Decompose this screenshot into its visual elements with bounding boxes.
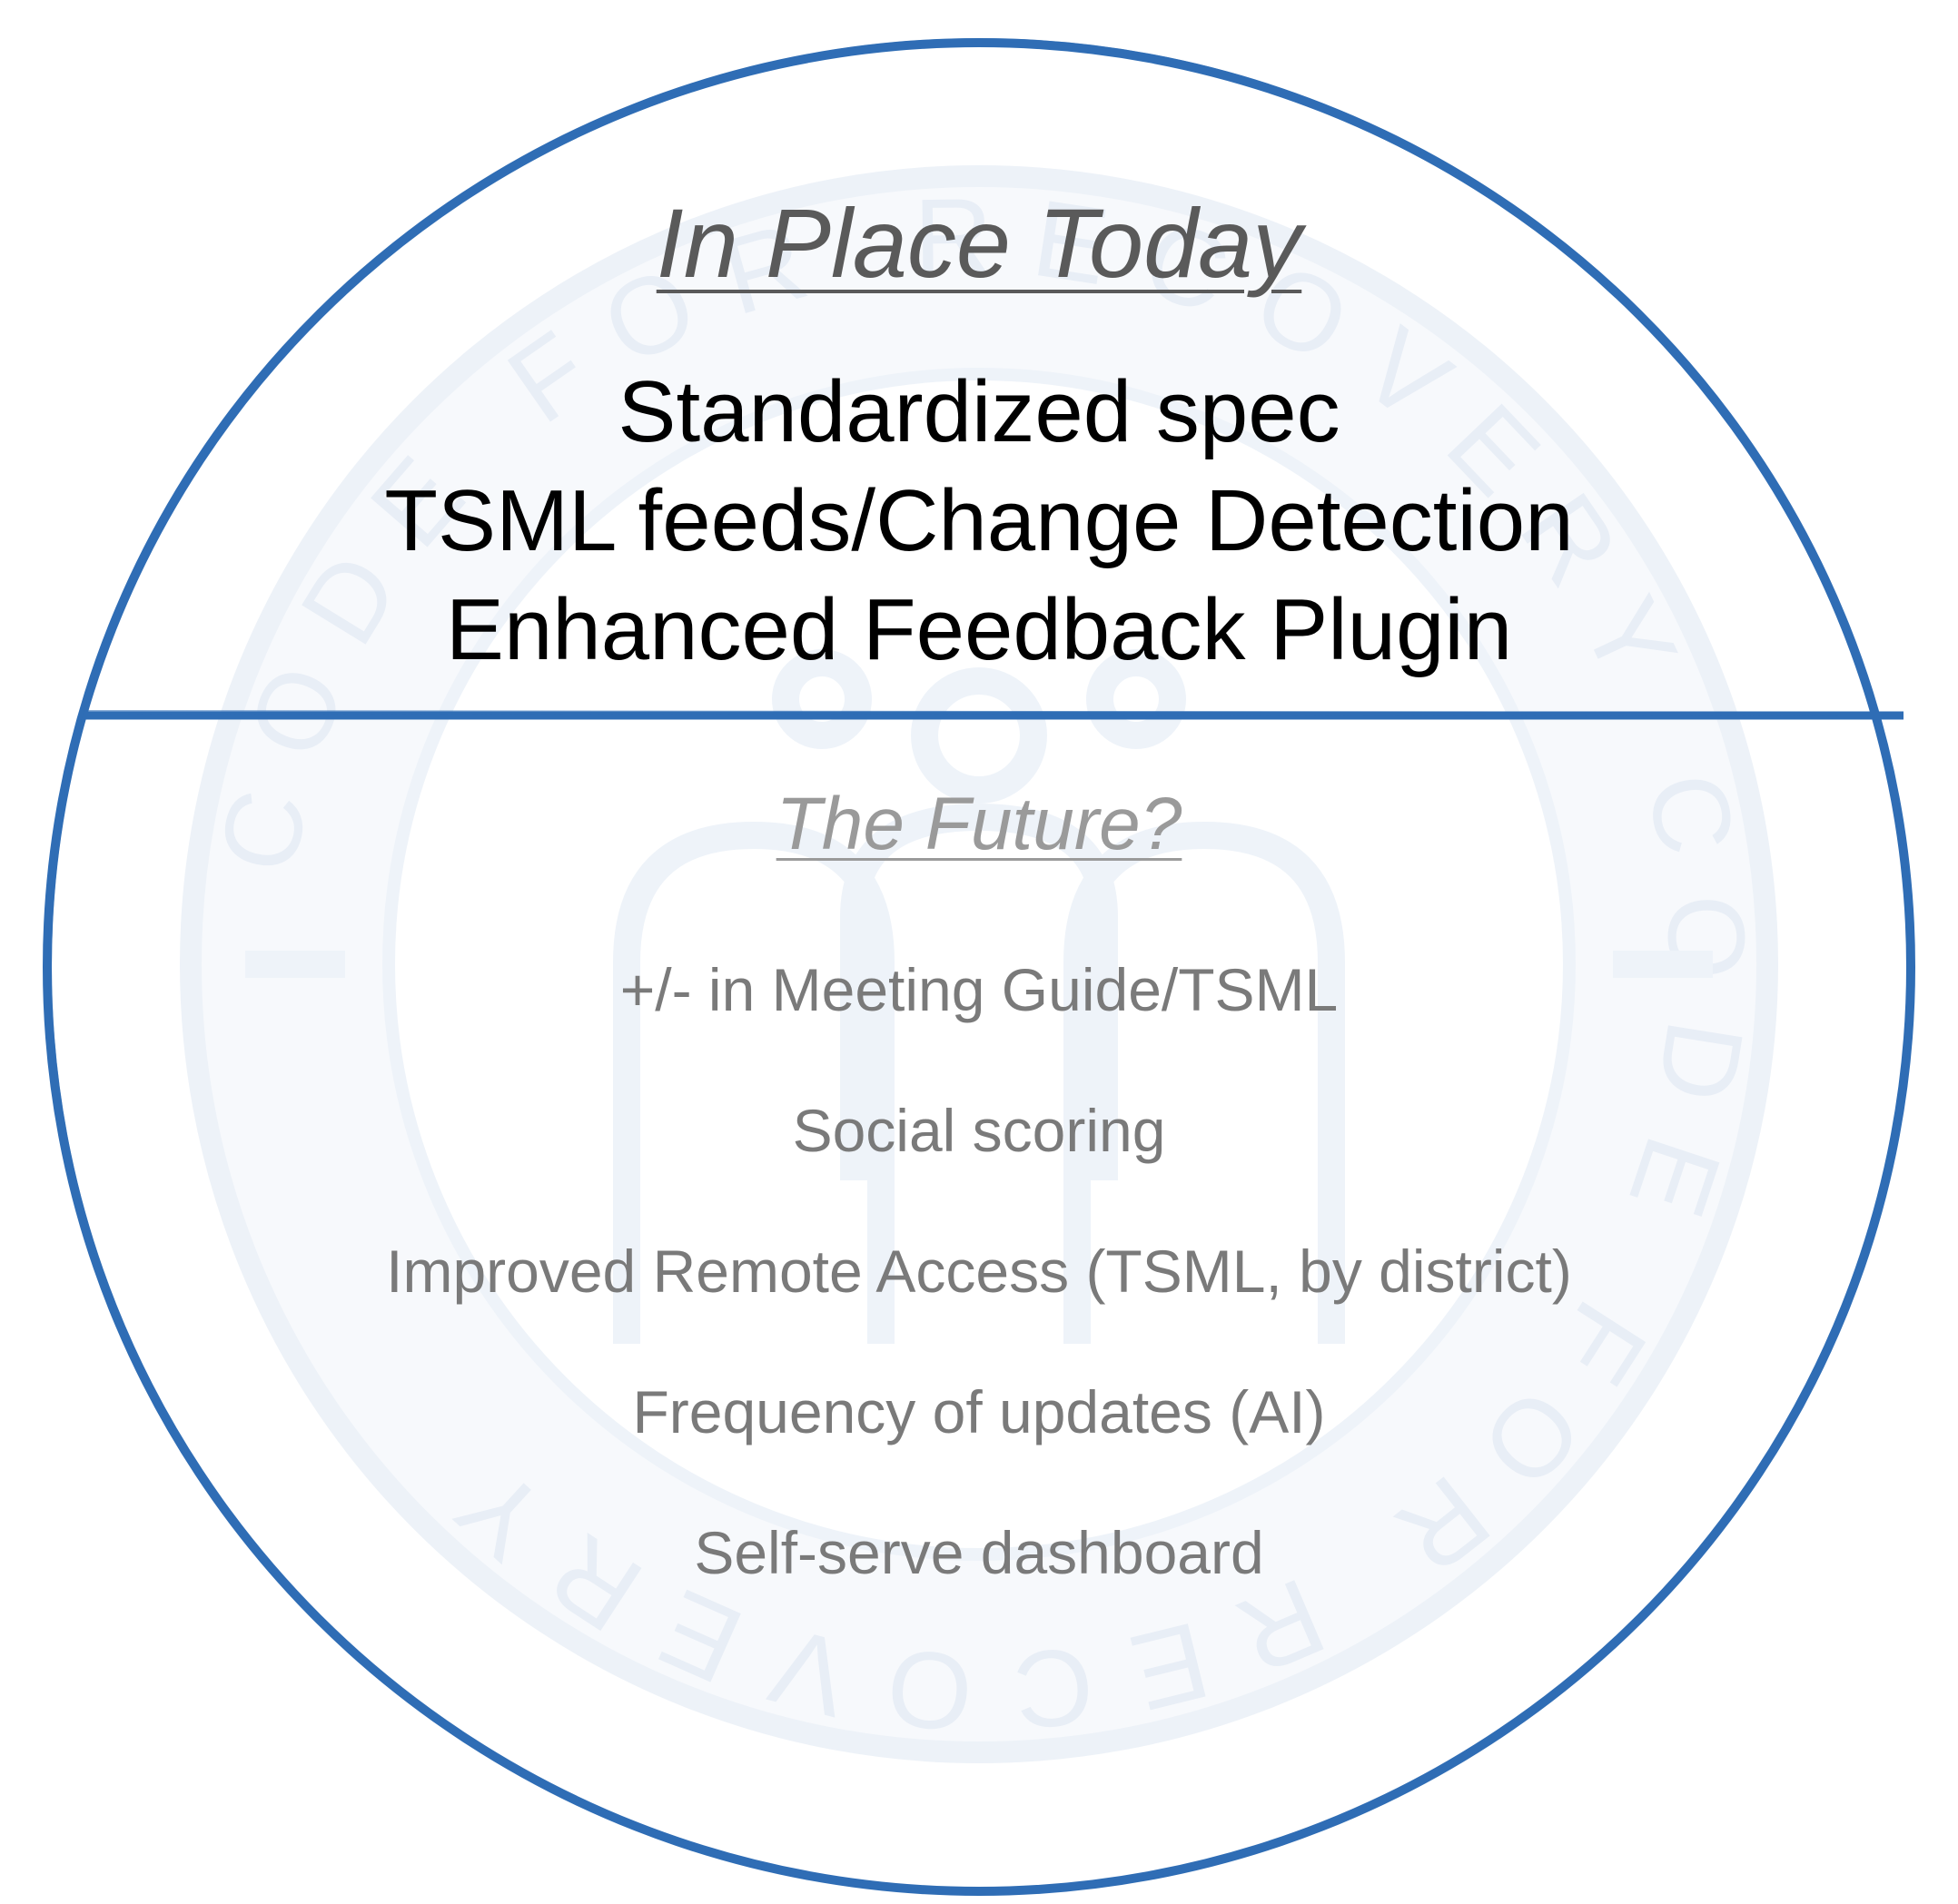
section-divider — [84, 710, 1904, 720]
in-place-today-list: Standardized spec TSML feeds/Change Dete… — [0, 358, 1958, 685]
the-future-heading-text: The Future? — [776, 783, 1182, 865]
list-item: Frequency of updates (AI) — [632, 1378, 1326, 1445]
list-item: Social scoring — [792, 1097, 1166, 1164]
the-future-heading: The Future? — [0, 787, 1958, 862]
future-list: +/- in Meeting Guide/TSML Social scoring… — [0, 949, 1958, 1652]
watermark-logo: CODE FOR RECOVERY CODE FOR RECOVERY — [180, 165, 1778, 1763]
in-place-today-heading: In Place Today — [0, 194, 1958, 292]
outer-ring — [43, 38, 1915, 1896]
watermark-glyph — [245, 649, 1713, 1344]
list-item: +/- in Meeting Guide/TSML — [619, 956, 1339, 1023]
in-place-today-heading-text: In Place Today — [656, 188, 1302, 298]
list-item: Enhanced Feedback Plugin — [445, 581, 1513, 678]
list-item: Standardized spec — [618, 363, 1340, 460]
list-item: Improved Remote Access (TSML, by distric… — [386, 1238, 1572, 1305]
list-item: Self-serve dashboard — [694, 1519, 1264, 1586]
list-item: TSML feeds/Change Detection — [384, 472, 1574, 569]
